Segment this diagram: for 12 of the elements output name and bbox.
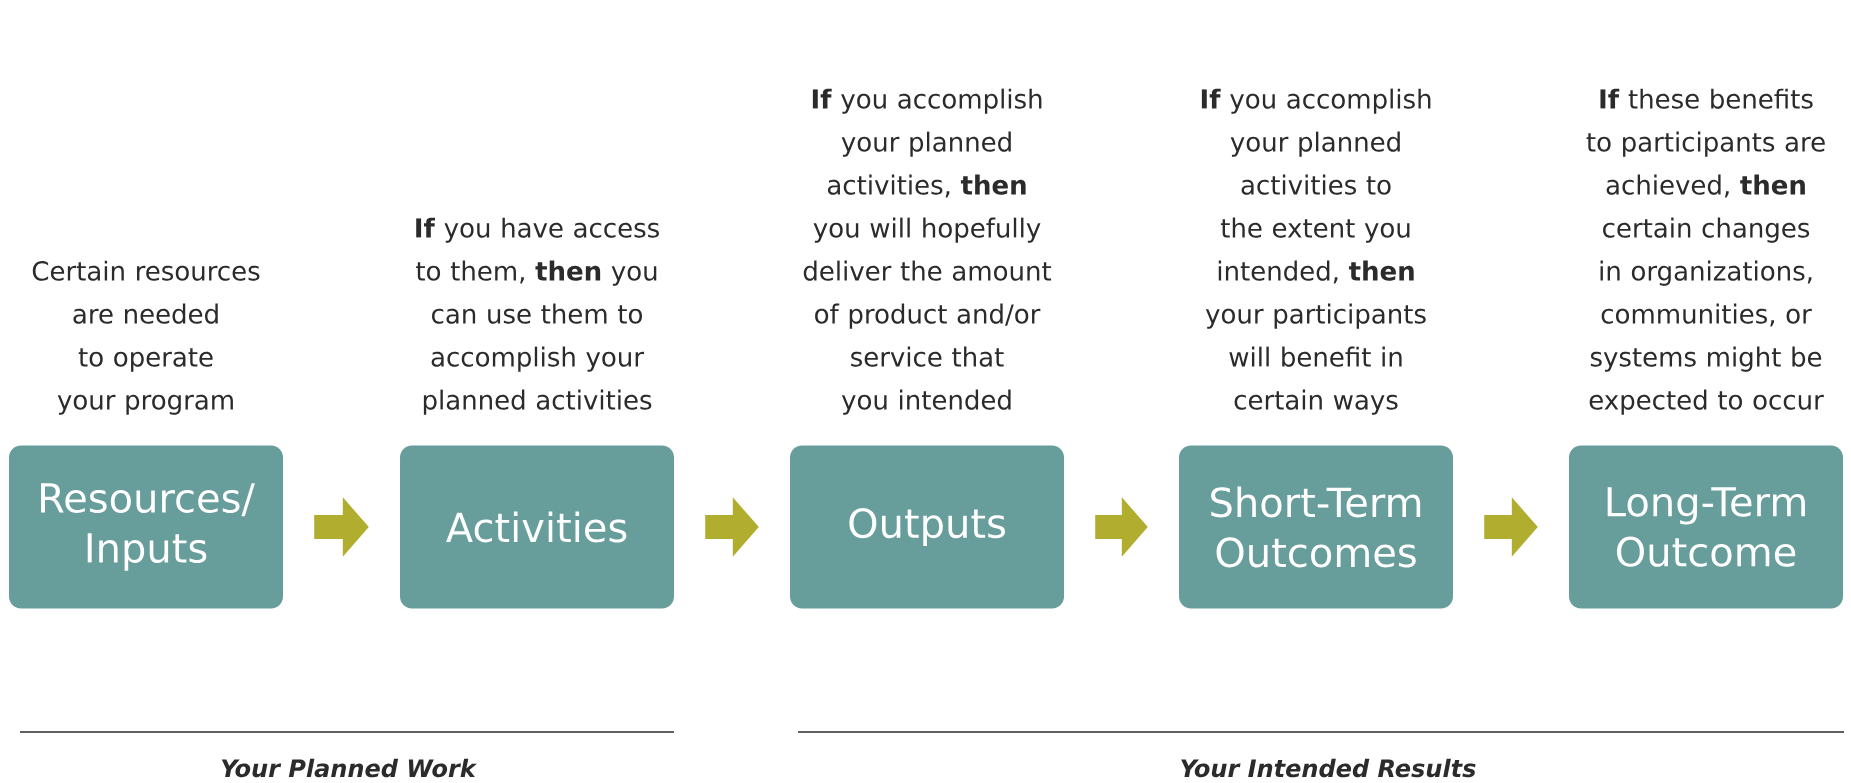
section-label: Your Intended Results — [1181, 758, 1476, 778]
description-text: If you have access to them, then you can use them to accomplish your planned activities — [416, 217, 659, 415]
section-label: Your Planned Work — [221, 758, 477, 778]
description-text: If these benefits to participants are achieved, then certain changes in organizations, communities, or systems might be expected to occur — [1586, 88, 1825, 415]
process-box: Short-Term Outcomes — [1179, 445, 1453, 609]
process-box: Activities — [400, 445, 674, 609]
process-box: Resources/ Inputs — [9, 445, 283, 609]
process-box: Outputs — [790, 445, 1064, 609]
process-box: Long-Term Outcome — [1569, 445, 1843, 609]
description-text: If you accomplish your planned activities to the extent you intended, then your participants will benefit in certain ways — [1201, 88, 1431, 415]
description-text: If you accomplish your planned activities, then you will hopefully deliver the amount of product and/or service that you intended — [803, 88, 1052, 415]
description-text: Certain resources are needed to operate your program — [32, 260, 260, 415]
